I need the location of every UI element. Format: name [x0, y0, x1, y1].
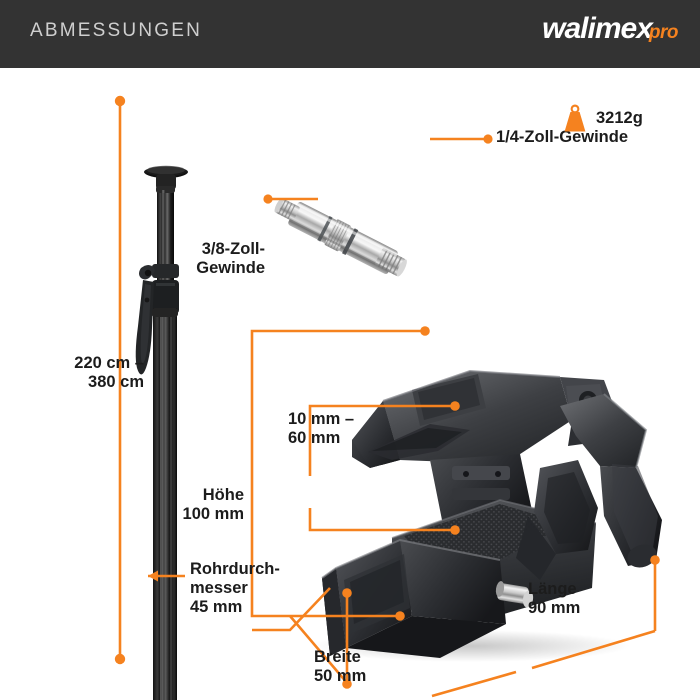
header-bar: ABMESSUNGEN walimexpro — [0, 0, 700, 68]
leader-clamp-height-bottom — [250, 546, 400, 618]
dot-thread-38 — [263, 194, 273, 204]
diagram-stage: 220 cm – 380 cm Rohrdurch- messer 45 mm … — [0, 68, 700, 700]
label-pole-length: 220 cm – 380 cm — [74, 354, 144, 392]
arrowhead-tube-diameter — [148, 570, 158, 582]
weight-badge: 3212g — [562, 103, 643, 133]
leader-clamp-length-diag3 — [431, 670, 517, 698]
label-thread-38: 3/8-Zoll- Gewinde — [196, 240, 265, 278]
leader-clamp-length-diag2 — [348, 680, 478, 684]
leader-jaw-opening-bottom — [308, 508, 455, 532]
label-clamp-length: Länge 90 mm — [528, 580, 581, 618]
leader-clamp-height-top — [250, 329, 425, 546]
label-thread-14: 1/4-Zoll-Gewinde — [496, 128, 629, 146]
diagram-artwork — [114, 95, 662, 700]
spigot-adapter-illustration — [274, 198, 407, 277]
dot-opening-bottom — [450, 525, 460, 535]
label-tube-diameter: Rohrdurch- messer 45 mm — [190, 560, 280, 617]
dot-opening-top — [450, 401, 460, 411]
dot-width-top — [342, 588, 352, 598]
label-clamp-width: Breite 50 mm — [314, 648, 367, 686]
brand-logo: walimexpro — [542, 14, 678, 44]
weight-value: 3212g — [596, 108, 643, 127]
dot-width-bottom — [342, 679, 352, 689]
leader-clamp-width-diag — [289, 615, 349, 685]
brand-logo-sub: pro — [648, 22, 679, 43]
label-clamp-height: Höhe 100 mm — [182, 486, 244, 524]
callout-dots — [114, 95, 660, 689]
leader-clamp-length-diag1 — [531, 629, 656, 670]
label-jaw-opening: 10 mm – 60 mm — [288, 410, 355, 448]
dot-pole-top — [114, 95, 126, 107]
dot-pole-bottom — [114, 653, 126, 665]
page-title: ABMESSUNGEN — [30, 20, 203, 41]
dot-thread-14 — [483, 134, 493, 144]
weight-icon — [564, 104, 586, 132]
callout-lines — [118, 101, 657, 698]
leader-clamp-width-side — [252, 587, 331, 632]
leader-jaw-opening-top — [308, 404, 455, 476]
autopole-illustration — [135, 165, 188, 700]
dot-length — [650, 555, 660, 565]
dot-height-top — [420, 326, 430, 336]
dot-height-bottom — [395, 611, 405, 621]
super-clamp-illustration — [310, 369, 662, 662]
brand-logo-main: walimex — [542, 12, 653, 45]
